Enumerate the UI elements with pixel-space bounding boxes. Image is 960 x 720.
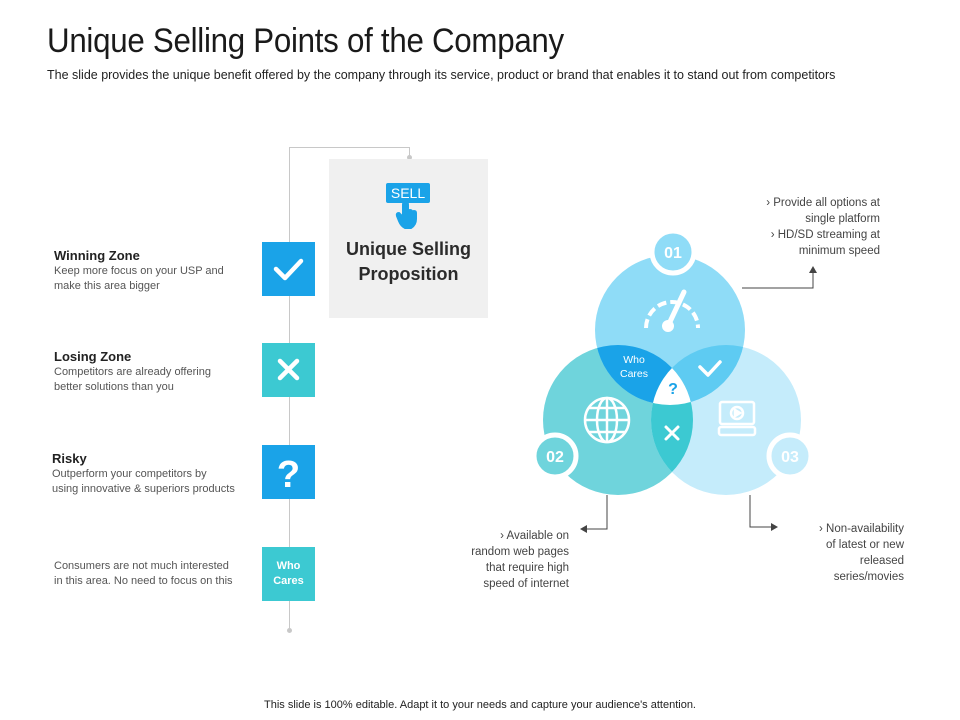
losing-zone-box [262,343,315,397]
svg-text:03: 03 [781,449,799,466]
overlap-cross-icon [664,425,680,441]
timeline-drop [409,147,410,157]
video-player-icon [717,400,757,437]
venn-overlap-01-03 [651,345,745,405]
center-question-mark: ? [668,381,678,398]
venn-overlap-01-02 [595,345,693,405]
losing-zone-title: Losing Zone [54,349,132,364]
page-title: Unique Selling Points of the Company [47,22,564,60]
risky-zone-title: Risky [52,451,87,466]
cross-icon [277,358,300,381]
timeline-dot-bottom [287,628,292,633]
footer-note: This slide is 100% editable. Adapt it to… [264,699,696,711]
question-icon: ? [277,454,300,496]
svg-text:SELL: SELL [391,185,425,201]
svg-text:01: 01 [664,245,682,262]
connector-lines [586,272,814,530]
check-icon [273,258,304,281]
winning-zone-box [262,242,315,296]
svg-text:02: 02 [546,449,564,466]
sell-hand-icon: SELL [386,183,430,229]
timeline-dot-top [407,155,412,160]
speedometer-icon [644,289,700,332]
svg-text:?: ? [277,454,300,496]
badge-03 [766,432,814,480]
risky-zone-box: ? [262,445,315,499]
connector-arrowheads [580,266,817,533]
timeline-connector [289,147,410,148]
globe-icon [583,396,631,444]
overlap-check-icon [698,360,722,377]
page-subtitle: The slide provides the unique benefit of… [47,68,836,82]
winning-zone-title: Winning Zone [54,248,140,263]
badge-01 [649,228,697,276]
badge-02 [531,432,579,480]
